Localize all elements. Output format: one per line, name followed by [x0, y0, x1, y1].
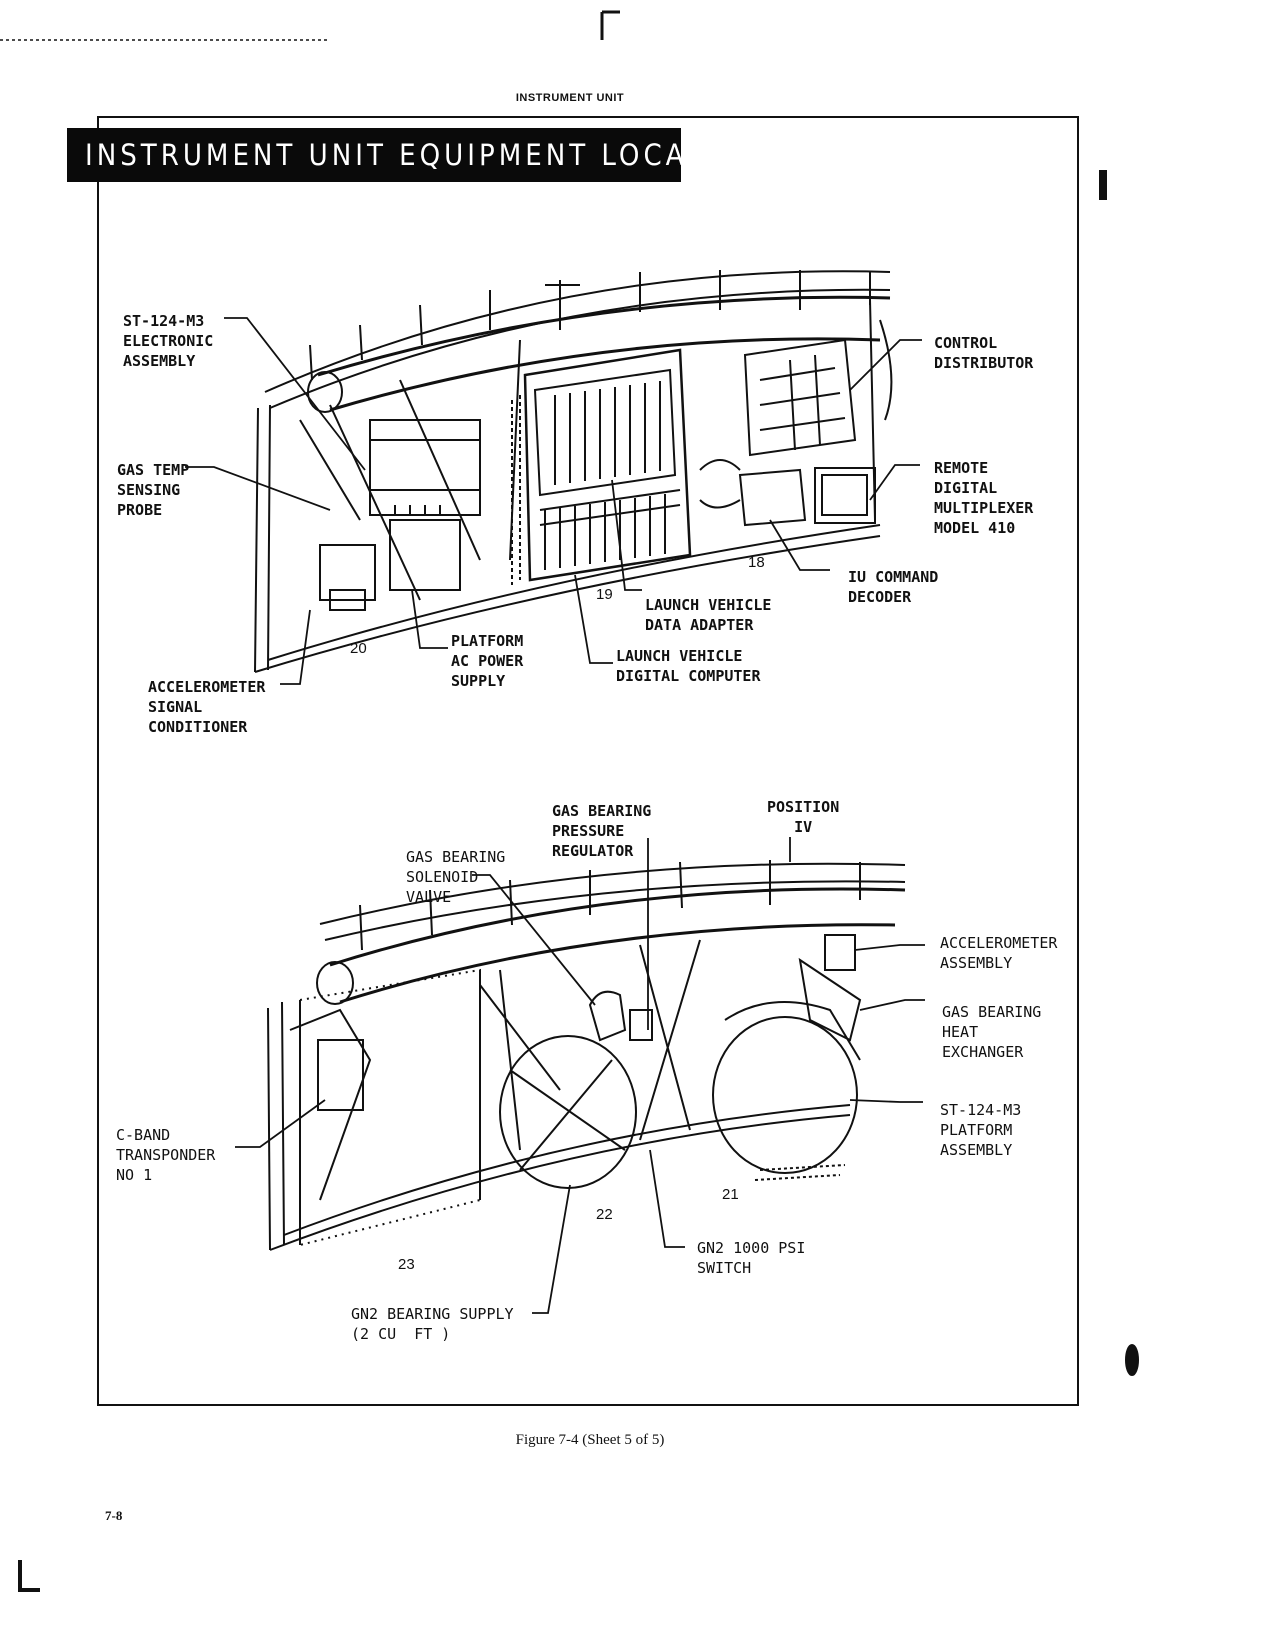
leader-gn2-switch [649, 1149, 685, 1248]
label-gas-bearing-solenoid-valve: GAS BEARING SOLENOID VALVE [406, 848, 506, 906]
position-number-18: 18 [748, 554, 765, 571]
label-accelerometer-signal-conditioner: ACCELEROMETER SIGNAL CONDITIONER [148, 678, 266, 736]
leader-heat-exchanger [859, 999, 925, 1011]
label-lv-digital-computer: LAUNCH VEHICLE DIGITAL COMPUTER [616, 647, 761, 685]
leader-platform [849, 1099, 923, 1103]
label-gas-bearing-heat-exchanger: GAS BEARING HEAT EXCHANGER [942, 1003, 1042, 1061]
label-control-distributor: CONTROL DISTRIBUTOR [934, 334, 1034, 372]
leader-gas-temp [185, 466, 331, 511]
leader-lvda [611, 479, 642, 591]
page-number: 7-8 [105, 1508, 123, 1523]
figure-title: INSTRUMENT UNIT EQUIPMENT LOCATIONS [67, 128, 782, 182]
position-number-20: 20 [350, 640, 367, 657]
label-c-band-transponder: C-BAND TRANSPONDER NO 1 [116, 1126, 216, 1184]
label-position-iv: POSITION IV [767, 798, 840, 836]
label-st124-electronic-assembly: ST-124-M3 ELECTRONIC ASSEMBLY [123, 312, 214, 370]
leader-c-band [235, 1099, 326, 1148]
label-remote-digital-multiplexer: REMOTE DIGITAL MULTIPLEXER MODEL 410 [934, 459, 1034, 537]
label-st124-platform-assembly: ST-124-M3 PLATFORM ASSEMBLY [940, 1101, 1022, 1159]
label-platform-ac-power-supply: PLATFORM AC POWER SUPPLY [451, 632, 524, 690]
leader-gn2-supply [532, 1184, 571, 1314]
figure-caption: Figure 7-4 (Sheet 5 of 5) [515, 1432, 665, 1448]
corner-mark [600, 10, 620, 40]
label-gas-bearing-pressure-regulator: GAS BEARING PRESSURE REGULATOR [552, 802, 652, 860]
label-gn2-bearing-supply: GN2 BEARING SUPPLY (2 CU FT ) [351, 1305, 514, 1343]
upper-assembly [254, 270, 893, 673]
running-head: INSTRUMENT UNIT [515, 92, 625, 104]
leader-accel-signal [280, 609, 311, 685]
upper-rail-top [264, 270, 891, 393]
leader-st124-electronic [224, 317, 366, 471]
upper-rail-2 [269, 288, 891, 409]
leader-platform-ac [411, 589, 448, 649]
upper-leaders [185, 317, 922, 685]
leader-iu-decoder [769, 519, 830, 571]
binder-hole [1125, 1344, 1139, 1376]
label-iu-command-decoder: IU COMMAND DECODER [848, 568, 939, 606]
lower-leaders [235, 837, 925, 1314]
leader-accel-assembly [854, 944, 925, 951]
lower-assembly [267, 860, 906, 1251]
label-accelerometer-assembly: ACCELEROMETER ASSEMBLY [940, 934, 1058, 972]
lower-rail-top [319, 862, 906, 925]
position-number-19: 19 [596, 586, 613, 603]
leader-lvdc [574, 574, 613, 664]
leader-multiplexer [869, 464, 920, 501]
label-lv-data-adapter: LAUNCH VEHICLE DATA ADAPTER [645, 596, 772, 634]
label-gas-temp-sensing-probe: GAS TEMP SENSING PROBE [117, 461, 190, 519]
leader-solenoid [472, 874, 596, 1006]
position-number-23: 23 [398, 1256, 415, 1273]
figure-frame [97, 116, 1079, 1406]
position-number-22: 22 [596, 1206, 613, 1223]
corner-mark [18, 1560, 40, 1592]
leader-control-dist [849, 339, 922, 391]
position-number-21: 21 [722, 1186, 739, 1203]
label-gn2-1000-psi-switch: GN2 1000 PSI SWITCH [697, 1239, 806, 1277]
